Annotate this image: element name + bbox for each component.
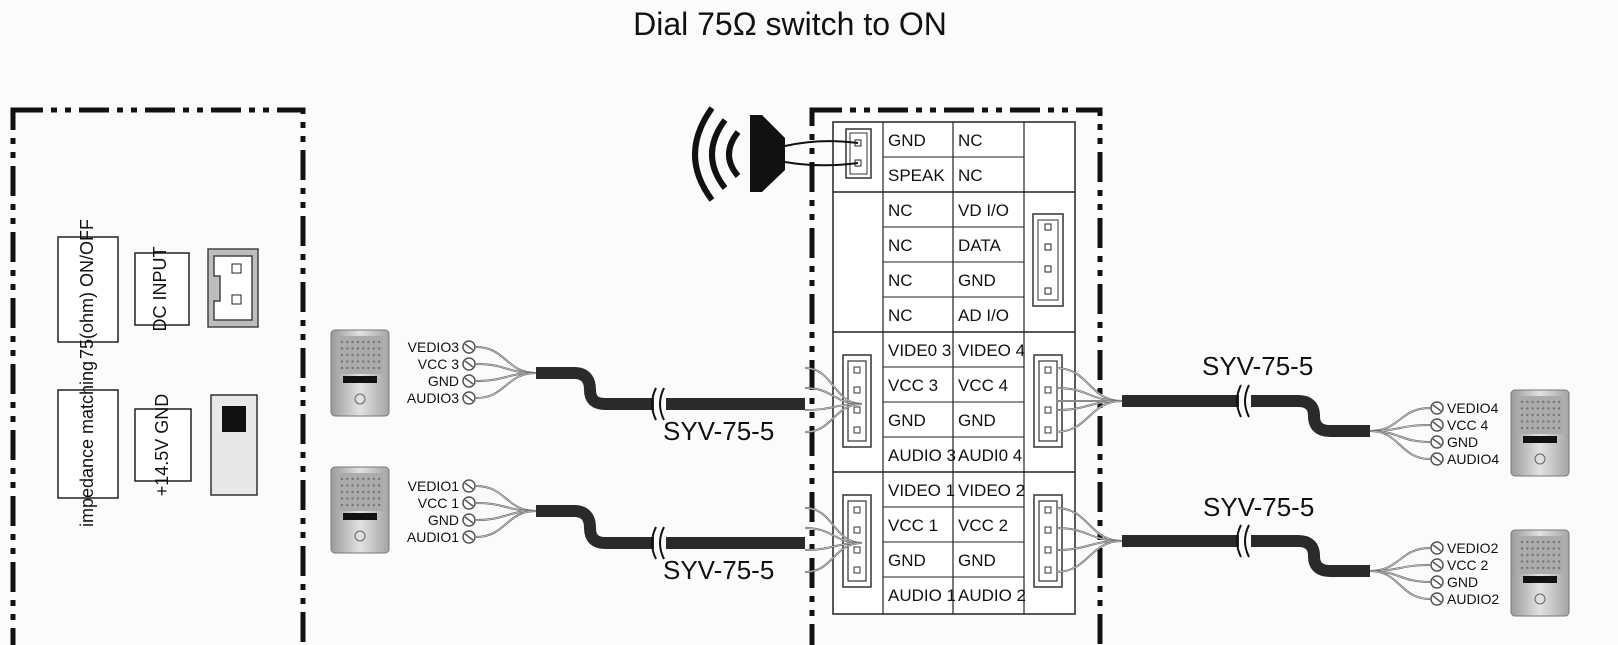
diagram-title: Dial 75Ω switch to ON [633,6,947,42]
speaker-connector-icon [845,128,872,179]
terminal-cell: DATA [958,236,1001,255]
screw-terminal-icon [1430,418,1444,432]
coax-cable [536,367,805,410]
terminal-cell: NC [888,271,913,290]
power-unit: 75(ohm) ON/OFF DC INPUT impedance matchi… [10,107,306,645]
screw-terminal-icon [1430,435,1444,449]
terminal-cell: NC [888,201,913,220]
wire-label: VEDIO4 [1447,400,1499,416]
speaker-icon [692,106,859,202]
terminal-cell: AD I/O [958,306,1009,325]
wire-label: VCC 3 [418,356,459,372]
terminal-cell: SPEAK [888,166,945,185]
screw-terminal-icon [462,513,476,527]
door-station-1-icon [330,466,390,554]
wire-label: AUDIO3 [407,390,459,406]
terminal-cell: AUDI0 4 [958,446,1022,465]
dc-input-label: DC INPUT [150,246,170,331]
coax-cable [1122,395,1370,437]
terminal-cell: VIDEO 4 [958,341,1025,360]
wire-label: VCC 2 [1447,557,1488,573]
terminal-cell: VIDEO 1 [888,481,955,500]
cable-label-3: SYV-75-5 [663,416,774,446]
screw-terminal-icon [462,496,476,510]
wire-label: VEDIO1 [408,478,460,494]
switch-label-box [57,236,119,343]
door-station-4-icon [1510,389,1570,477]
cable-label-4: SYV-75-5 [1202,351,1313,381]
dc-input-label-box [134,252,190,326]
screw-terminal-icon [1430,541,1444,555]
screw-terminal-icon [1430,558,1444,572]
terminal-cell: GND [958,551,996,570]
impedance-label-box [57,389,119,499]
terminal-cell: VD I/O [958,201,1009,220]
impedance-label: impedance matching [77,361,97,527]
wire-label: GND [428,373,459,389]
terminal-cell: GND [888,551,926,570]
terminal-cell: AUDIO 1 [888,586,956,605]
terminal-cell: VCC 1 [888,516,938,535]
terminal-cell: VCC 4 [958,376,1008,395]
power-label-box [134,408,192,482]
screw-terminal-icon [462,391,476,405]
screw-terminal-icon [462,530,476,544]
terminal-cell: GND [958,411,996,430]
wire-label: VEDIO2 [1447,540,1499,556]
coax-cable [536,505,805,549]
cable-label-1: SYV-75-5 [663,555,774,585]
wire-label: GND [428,512,459,528]
impedance-switch-icon [210,394,258,496]
screw-terminal-icon [1430,401,1444,415]
wire-label: AUDIO1 [407,529,459,545]
wire-label: AUDIO4 [1447,451,1499,467]
coax-cable [1122,535,1370,577]
screw-terminal-icon [1430,592,1444,606]
terminal-block: GND NC SPEAK NC NC VD I/O NC DATA NC GND NC AD I/O V… [809,107,1103,645]
screw-terminal-icon [1430,452,1444,466]
terminal-cell: NC [958,166,983,185]
terminal-cell: NC [888,236,913,255]
terminal-cell: VCC 3 [888,376,938,395]
wire-label: VEDIO3 [408,339,460,355]
dc-connector-icon [207,248,259,328]
cable-break-icon [1236,524,1251,558]
terminal-cell: GND [958,271,996,290]
wire-label: VCC 1 [418,495,459,511]
terminal-cell: VIDE0 3 [888,341,951,360]
terminal-cell: AUDIO 3 [888,446,956,465]
terminal-cell: AUDIO 2 [958,586,1026,605]
wire-label: GND [1447,574,1478,590]
wire-label: AUDIO2 [1447,591,1499,607]
wire-label: VCC 4 [1447,417,1488,433]
screw-terminal-icon [462,374,476,388]
terminal-cell: NC [888,306,913,325]
door-station-2-icon [1510,529,1570,617]
data-connector-icon [1032,213,1064,307]
screw-terminal-icon [462,340,476,354]
power-label: +14.5V GND [152,394,172,497]
screw-terminal-icon [462,479,476,493]
terminal-cell: NC [958,131,983,150]
cable-break-icon [651,526,666,560]
wire-label: GND [1447,434,1478,450]
cable-label-2: SYV-75-5 [1203,492,1314,522]
terminal-cell: VIDEO 2 [958,481,1025,500]
terminal-cell: GND [888,411,926,430]
door-station-3-icon [330,329,390,417]
cable-break-icon [1236,384,1251,418]
screw-terminal-icon [1430,575,1444,589]
cable-break-icon [651,387,666,421]
terminal-cell: GND [888,131,926,150]
screw-terminal-icon [462,357,476,371]
switch-label: 75(ohm) ON/OFF [77,219,97,359]
terminal-cell: VCC 2 [958,516,1008,535]
